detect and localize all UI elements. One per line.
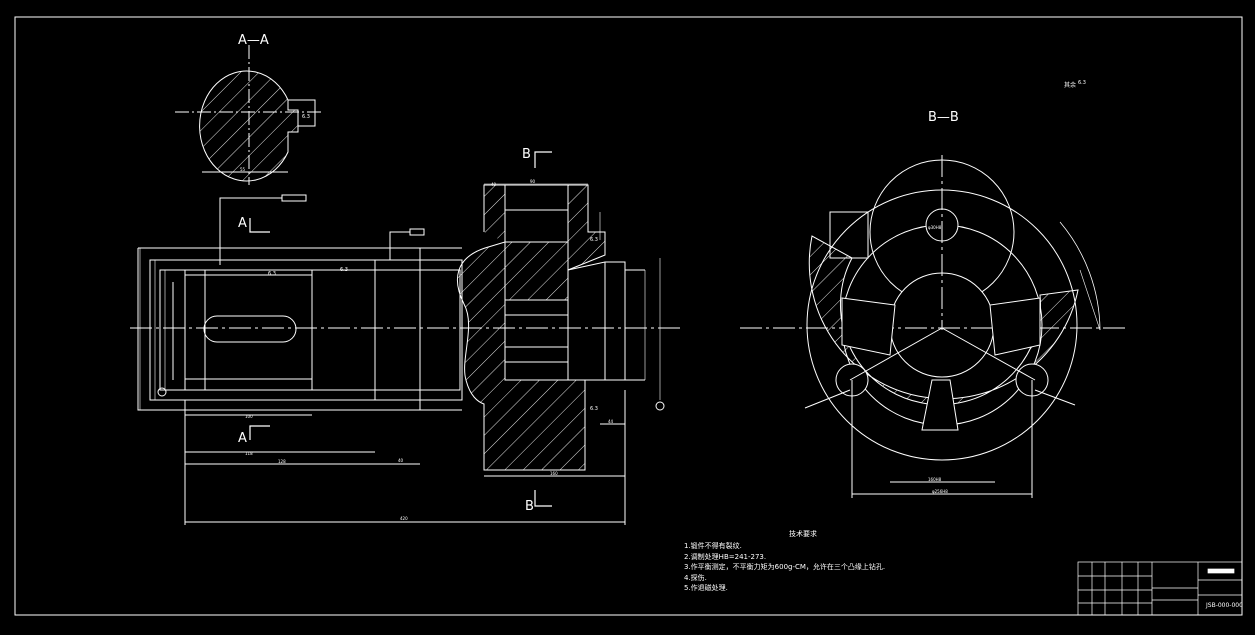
section-a-a: A—A 55 6.3: [175, 33, 322, 185]
svg-text:6.3: 6.3: [302, 114, 310, 120]
svg-text:φ30H8: φ30H8: [928, 225, 942, 230]
svg-text:40: 40: [398, 458, 404, 463]
cut-a-top: A: [238, 216, 247, 231]
svg-text:90: 90: [530, 179, 536, 184]
note-item: 2.调制处理HB=241-273.: [684, 552, 767, 561]
svg-text:φ256H8: φ256H8: [932, 489, 948, 494]
technical-requirements: 技术要求 1.锻件不得有裂纹. 2.调制处理HB=241-273. 3.作平衡测…: [684, 529, 885, 594]
svg-text:6.3: 6.3: [268, 271, 276, 277]
cut-a-bottom: A: [238, 431, 247, 446]
note-item: 1.锻件不得有裂纹.: [684, 542, 742, 550]
svg-text:128: 128: [278, 459, 286, 464]
section-aa-label: A—A: [238, 33, 269, 48]
roughness-value: 6.3: [1078, 80, 1086, 86]
svg-text:6.3: 6.3: [590, 406, 598, 412]
svg-text:55: 55: [240, 167, 246, 172]
svg-text:44: 44: [608, 419, 614, 424]
svg-text:160H8: 160H8: [928, 477, 942, 482]
svg-text:40: 40: [491, 182, 497, 187]
cut-b-bottom: B: [525, 499, 534, 514]
svg-text:6.3: 6.3: [340, 267, 348, 273]
notes-title: 技术要求: [789, 530, 817, 538]
svg-text:420: 420: [400, 516, 408, 521]
title-block: JSB-000-000: [1077, 561, 1243, 616]
main-shaft-view: A A B B 100 118 128 40: [130, 147, 680, 525]
drawing-number: JSB-000-000: [1205, 602, 1243, 609]
svg-text:118: 118: [245, 451, 253, 456]
section-b-b: B—B φ30H8 φ256H8 160H8 其余 6.3: [740, 80, 1125, 498]
svg-text:160: 160: [550, 471, 558, 476]
note-item: 5.作退磁处理.: [684, 584, 728, 592]
cut-b-top: B: [522, 147, 531, 162]
roughness-note: 其余: [1064, 81, 1076, 89]
keyway-slot: [203, 315, 297, 343]
svg-text:100: 100: [245, 414, 253, 419]
note-item: 3.作平衡测定，不平衡力矩为600g-CM，允许在三个凸缘上钻孔.: [684, 563, 886, 571]
note-item: 4.探伤.: [684, 573, 707, 582]
section-bb-label: B—B: [928, 110, 959, 125]
sheet-border: [14, 16, 1243, 616]
svg-text:6.3: 6.3: [590, 237, 598, 243]
